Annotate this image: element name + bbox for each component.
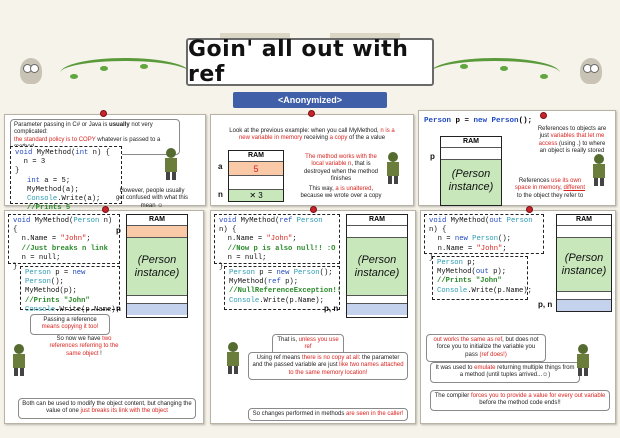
note-confusion: However, people usually get confused wit… [115, 188, 189, 209]
ram-cell-empty [347, 295, 407, 303]
code-block-caller: Person p = new Person(); MyMethod(ref p)… [224, 266, 341, 310]
soldier-icon [593, 154, 605, 186]
pushpin-icon [526, 206, 533, 213]
ram-diagram: RAM (Person instance) [346, 214, 408, 318]
ram-cell-empty [229, 175, 283, 189]
code-block-caller: Person p; MyMethod(out p); //Prints "Joh… [432, 256, 532, 300]
pushpin-icon [310, 206, 317, 213]
soldier-icon [13, 344, 25, 376]
vine-decoration [430, 58, 560, 88]
ram-cell-n [127, 303, 187, 315]
var-label-n: n [116, 304, 121, 313]
note-references: References to objects are just variables… [537, 126, 607, 155]
note-changes-seen: So changes performed in methods are seen… [248, 408, 408, 422]
ram-title: RAM [149, 216, 165, 223]
var-label-pn: p, n [324, 304, 339, 313]
leaf-icon [100, 66, 108, 71]
ram-title: RAM [369, 216, 385, 223]
person-instance: (Person instance) [557, 237, 611, 291]
var-label-a: a [218, 162, 223, 171]
code-block-person: void MyMethod(Person n) { n.Name = "John… [8, 214, 120, 271]
code-block-caller: Person p = new Person(); MyMethod(p); //… [20, 266, 120, 314]
leaf-icon [460, 64, 468, 69]
ram-cell-empty [557, 225, 611, 237]
note-compiler-forces: The compiler forces you to provide a val… [430, 390, 610, 411]
note-no-copy: Using ref means there is no copy at all:… [248, 352, 408, 381]
note-unaltered: This way, a is unaltered, because we wro… [300, 186, 382, 200]
leaf-icon [500, 66, 508, 71]
note-passing-reference: Passing a reference means copying it too… [30, 314, 110, 335]
var-label-p: p [430, 152, 435, 161]
leaf-icon [70, 74, 78, 79]
ram-cell-pn [347, 303, 407, 315]
person-instance: (Person instance) [347, 237, 407, 295]
ram-cell-empty [347, 225, 407, 237]
owl-icon [20, 58, 42, 84]
ram-cell-p [127, 225, 187, 237]
note-two-references: So now we have two references referring … [49, 336, 119, 357]
soldier-icon [165, 148, 177, 180]
var-label-pn: p, n [538, 300, 553, 309]
author-bar: <Anonymized> [233, 92, 387, 108]
ram-diagram: RAM 5 ✕ 3 [228, 150, 284, 202]
person-instance: (Person instance) [127, 237, 187, 295]
code-block-int: void MyMethod(int n) { n = 3 } int a = 5… [10, 146, 122, 212]
leaf-icon [140, 64, 148, 69]
page-title: Goin' all out with ref [186, 37, 434, 87]
ram-cell-empty [127, 295, 187, 303]
note-out-vs-ref: out works the same as ref, but does not … [426, 334, 546, 363]
ram-title: RAM [463, 138, 479, 145]
ram-diagram: RAM (Person instance) [126, 214, 188, 318]
owl-icon [580, 58, 602, 84]
ram-diagram: RAM (Person instance) [440, 136, 502, 206]
pushpin-icon [100, 110, 107, 117]
ram-title: RAM [248, 152, 264, 159]
code-block-out: void MyMethod(out Person n) { n = new Pe… [424, 214, 544, 262]
soldier-icon [387, 152, 399, 184]
ram-title: RAM [576, 216, 592, 223]
vine-decoration [60, 58, 190, 88]
leaf-icon [540, 74, 548, 79]
ram-cell-empty [557, 291, 611, 299]
soldier-icon [227, 342, 239, 374]
person-instance: (Person instance) [441, 159, 501, 205]
note-modify-content: Both can be used to modify the object co… [18, 398, 196, 419]
ram-cell-a: 5 [229, 161, 283, 175]
pushpin-icon [308, 110, 315, 117]
soldier-icon [577, 344, 589, 376]
note-local-variable: The method works with the local variable… [303, 154, 379, 183]
code-person-new: Person p = new Person(); [424, 117, 533, 125]
ram-cell-n: ✕ 3 [229, 189, 283, 201]
var-label-n: n [218, 190, 223, 199]
ram-cell-pn [557, 299, 611, 311]
var-label-p: p [116, 226, 121, 235]
ram-cell-p [441, 147, 501, 159]
note-emulate: It was used to emulate returning multipl… [430, 362, 580, 383]
pushpin-icon [540, 112, 547, 119]
code-block-ref: void MyMethod(ref Person n) { n.Name = "… [214, 214, 340, 271]
ram-diagram: RAM (Person instance) [556, 214, 612, 312]
note-previous-example: Look at the previous example: when you c… [229, 128, 395, 142]
pushpin-icon [102, 206, 109, 213]
note-own-space: References use its own space in memory, … [514, 178, 586, 199]
